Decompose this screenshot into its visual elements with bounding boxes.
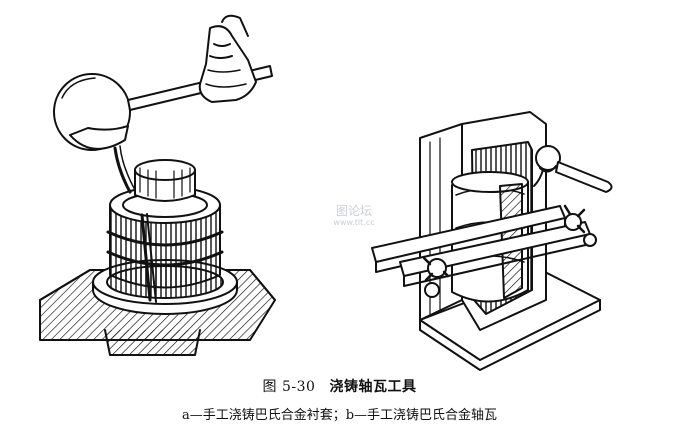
wing-nut-right: [563, 204, 586, 234]
figure-caption: 图 5-30 浇铸轴瓦工具: [0, 376, 679, 396]
watermark-line1: 图论坛: [335, 204, 372, 218]
watermark: 图论坛 www.tlt.cc: [322, 204, 386, 228]
figure-number: 图 5-30: [262, 379, 316, 395]
hand-a: [198, 14, 257, 103]
drawing-b-bearing-shell: [371, 111, 613, 371]
drawing-a-bushing: [39, 14, 276, 356]
metal-stream: [113, 146, 132, 194]
figure-title: 浇铸轴瓦工具: [329, 379, 417, 395]
wing-nut-left: [422, 256, 450, 282]
ladle-b: [533, 145, 613, 193]
figure-illustration: [39, 14, 613, 371]
base-stand: [104, 329, 201, 356]
figure-subtitle: a—手工浇铸巴氏合金衬套；b—手工浇铸巴氏合金轴瓦: [181, 408, 498, 423]
watermark-line2: www.tlt.cc: [333, 218, 375, 227]
